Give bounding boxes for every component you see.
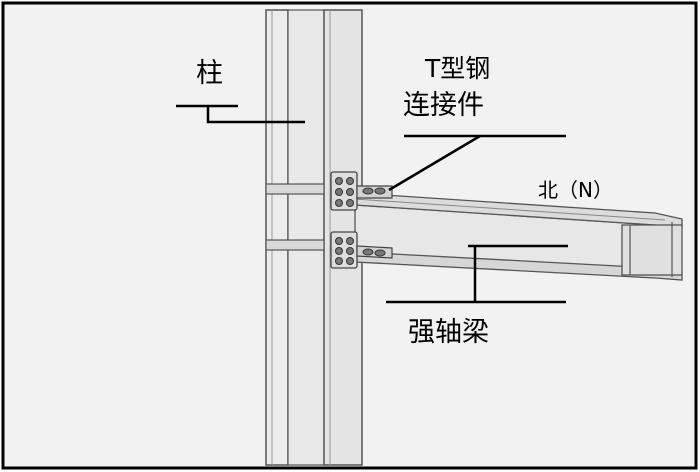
column-stiffener-bottom bbox=[265, 239, 325, 251]
strong-axis-beam-label: 强轴梁 bbox=[408, 317, 489, 348]
tee-connector-label-line2: 连接件 bbox=[403, 90, 484, 121]
tee-connector-bottom bbox=[330, 231, 393, 269]
column-label: 柱 bbox=[196, 58, 223, 89]
column-web bbox=[287, 9, 325, 466]
column-leader-line-2 bbox=[206, 106, 305, 124]
beam-end-face bbox=[621, 224, 683, 276]
tee-connector-top bbox=[330, 171, 393, 211]
tee-connector-leader-line-2 bbox=[388, 134, 481, 192]
tee-connector-label-line1: T型钢 bbox=[425, 54, 491, 83]
strong-axis-beam bbox=[354, 192, 683, 281]
column-flange-left bbox=[265, 9, 289, 466]
leader-lines bbox=[176, 104, 568, 304]
column-stiffener-top bbox=[265, 183, 325, 195]
column bbox=[265, 9, 363, 466]
north-direction-label: 北（N） bbox=[538, 178, 613, 202]
